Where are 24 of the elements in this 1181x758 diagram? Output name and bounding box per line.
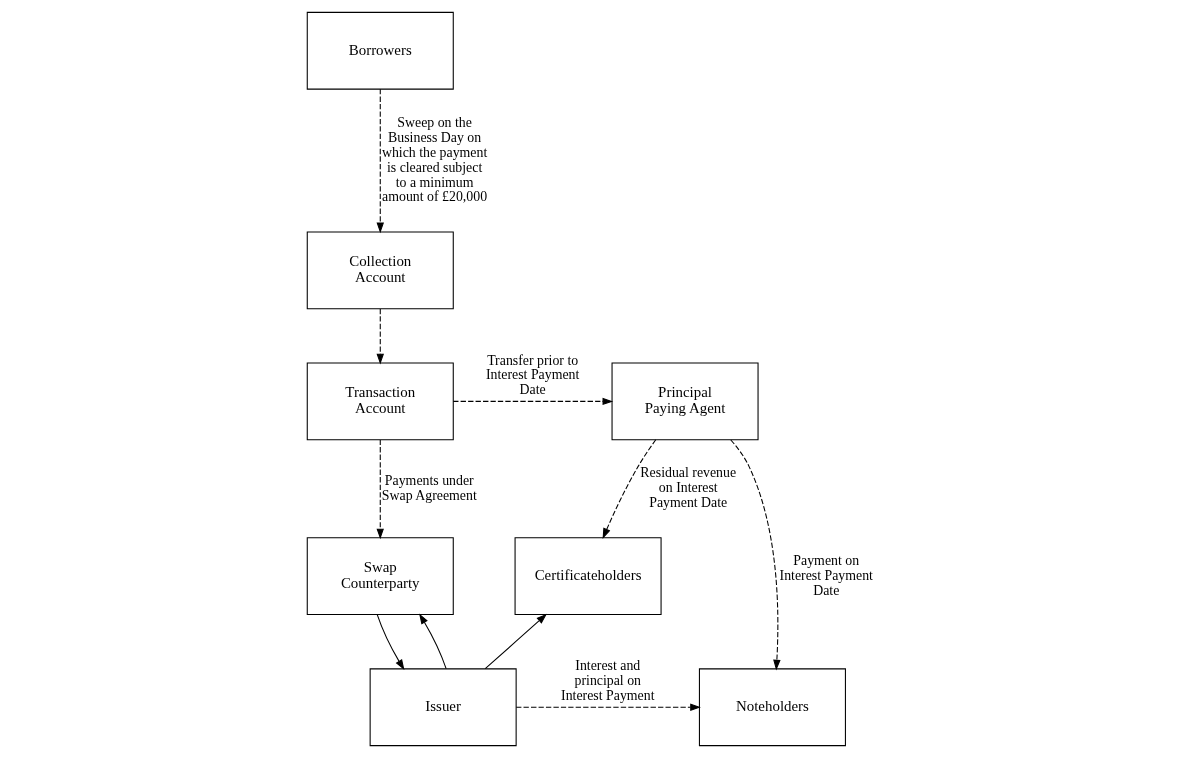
arrow — [376, 614, 404, 671]
edge-label: Sweep on the Business Day on which the payment is cleared subject to a minimum amount of £20,000 — [381, 114, 487, 205]
node-box: Borrowers — [306, 11, 454, 90]
edge-label: Transfer prior to Interest Payment Date — [485, 352, 579, 398]
edge-label: Payment on Interest Payment Date — [779, 552, 873, 598]
arrow — [484, 613, 547, 670]
node-box: Certificateholders — [514, 537, 662, 616]
arrow — [452, 397, 613, 406]
edge-label: Payments under Swap Agreement — [381, 472, 477, 503]
arrow — [515, 703, 701, 711]
node-box: Noteholders — [698, 668, 846, 747]
node-box: Swap Counterparty — [306, 537, 454, 616]
arrow — [729, 439, 781, 671]
arrow — [602, 439, 656, 539]
node-box: Transaction Account — [306, 362, 454, 441]
edge-label: Residual revenue on Interest Payment Date — [639, 465, 736, 511]
node-box: Principal Paying Agent — [611, 362, 759, 441]
arrow — [418, 613, 447, 670]
arrow — [376, 308, 384, 365]
arrow — [376, 439, 384, 540]
arrow — [376, 88, 384, 234]
node-box: Issuer — [369, 668, 517, 747]
node-box: Collection Account — [306, 231, 454, 310]
edge-label: Interest and principal on Interest Payment — [560, 658, 654, 704]
